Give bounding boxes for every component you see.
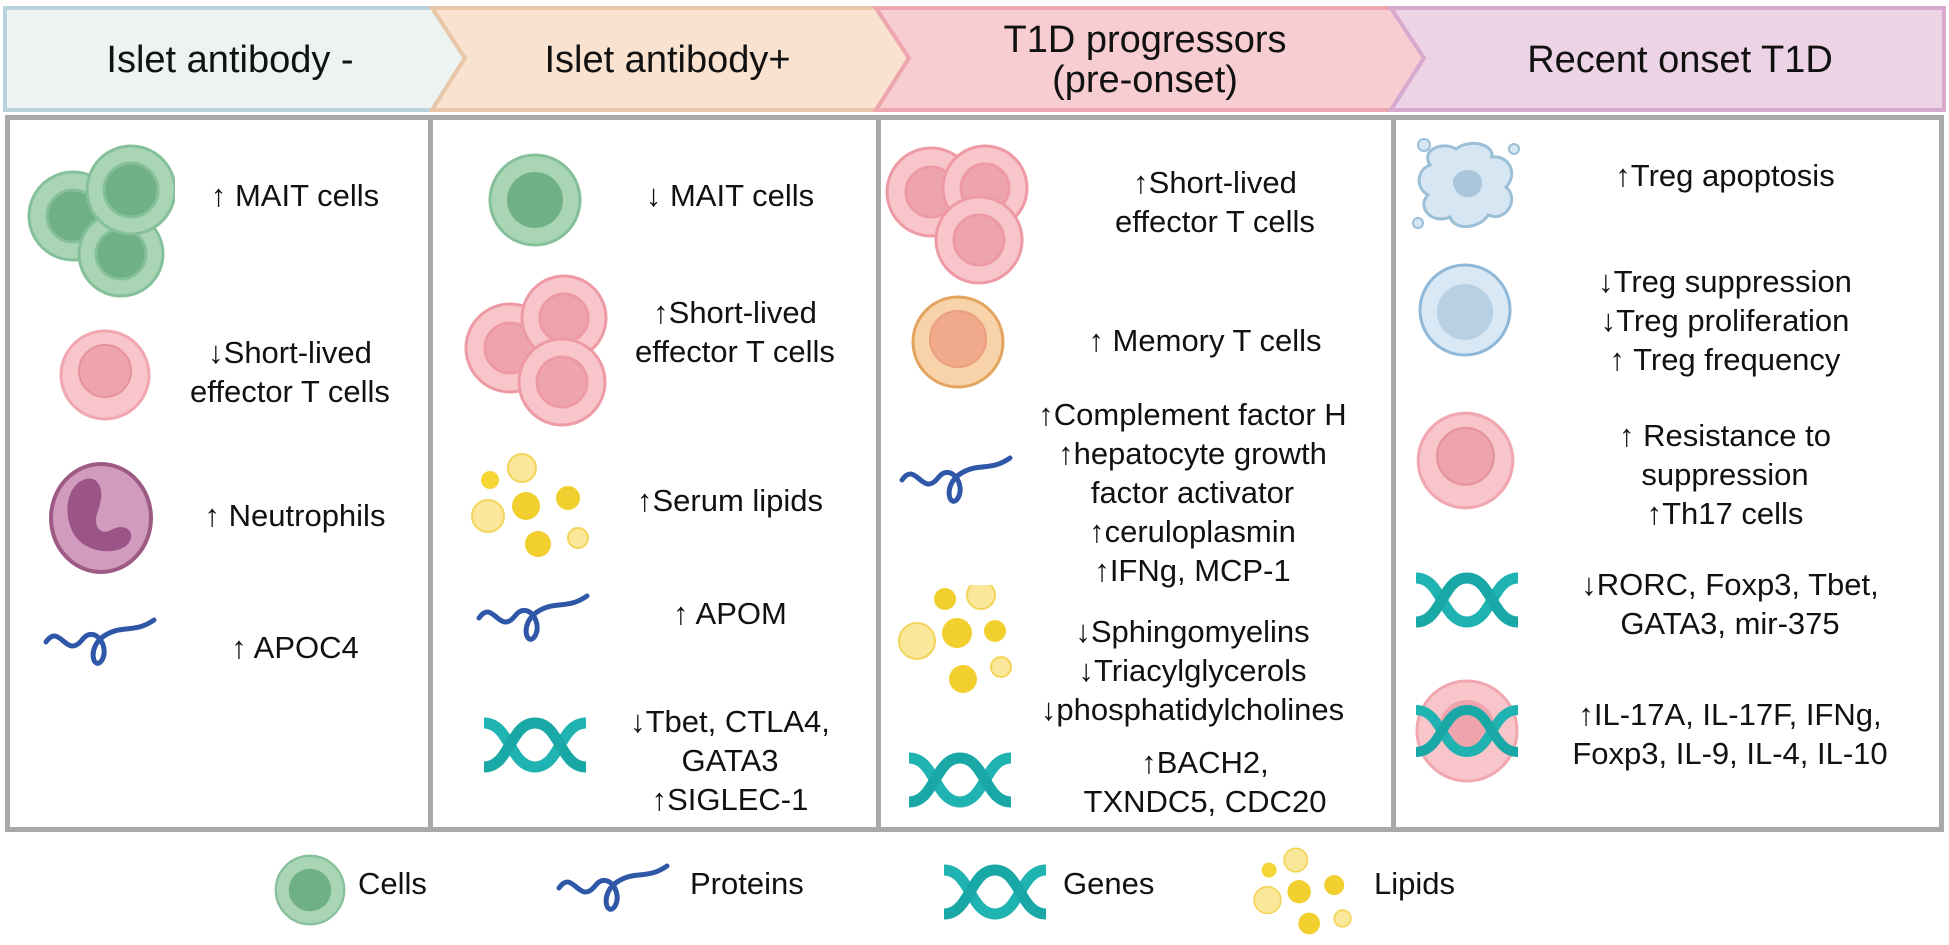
protein-icon (899, 455, 1013, 504)
panel-1-item-1-text: ↑ MAIT cells (210, 177, 380, 213)
stage-1-label: Islet antibody - (106, 39, 354, 81)
legend-proteins-label: Proteins (690, 866, 804, 901)
panel-3-item-4-text: ↓Sphingomyelins ↓Triacylglycerols ↓phosp… (1040, 613, 1345, 727)
legend-genes-label: Genes (1063, 866, 1155, 901)
panel-2-item-2-text: ↑Short-lived effector T cells (635, 295, 835, 369)
green-cell-icon (488, 153, 582, 247)
panel-recent-onset-t1d (1391, 115, 1944, 832)
orange-cell-icon (911, 295, 1005, 389)
panel-2-item-1-text: ↓ MAIT cells (645, 177, 815, 213)
panel-4-item-2-text: ↓Treg suppression ↓Treg proliferation ↑ … (1598, 263, 1852, 377)
gene-icon (483, 717, 587, 773)
lipids-icon (471, 453, 589, 557)
panel-3-item-2-text: ↑ Memory T cells (1088, 322, 1322, 358)
gene-icon (908, 752, 1012, 808)
legend-cells-label: Cells (358, 866, 427, 901)
legend-cells-icon (274, 854, 346, 926)
legend-lipids-icon (1253, 847, 1352, 935)
lipids-icon (898, 585, 1012, 693)
panel-3-item-1-text: ↑Short-lived effector T cells (1115, 165, 1315, 239)
panel-2-item-5-text: ↓Tbet, CTLA4, GATA3 ↑SIGLEC-1 (630, 703, 830, 817)
legend-proteins-icon (556, 863, 670, 912)
stage-header (3, 6, 1946, 112)
blue-cell-icon (1418, 263, 1512, 357)
panel-2-item-3-text: ↑Serum lipids (636, 482, 824, 518)
apoptotic-cell-icon (1412, 138, 1520, 229)
pink-cell-icon (1416, 411, 1515, 510)
panel-4-item-4-text: ↓RORC, Foxp3, Tbet, GATA3, mir-375 (1581, 567, 1879, 641)
pink-cell-cluster-icon (464, 274, 608, 427)
panel-2-item-4-text: ↑ APOM (673, 595, 787, 631)
panel-1-item-4-text: ↑ APOC4 (231, 629, 359, 665)
pink-cell-cluster-icon (885, 144, 1029, 285)
green-cell-cluster-icon (27, 144, 175, 298)
panel-4-item-3-text: ↑ Resistance to suppression ↑Th17 cells (1619, 417, 1831, 531)
legend-lipids-label: Lipids (1374, 866, 1455, 901)
panel-3-item-3-text: ↑Complement factor H ↑hepatocyte growth … (1038, 397, 1347, 588)
cell-with-gene-icon (1415, 679, 1519, 783)
gene-icon (1415, 572, 1519, 628)
protein-icon (476, 593, 590, 642)
legend-genes-icon (943, 864, 1047, 920)
neutrophil-icon (49, 462, 153, 574)
panel-3-item-5-text: ↑BACH2, TXNDC5, CDC20 (1083, 745, 1327, 819)
panel-1-item-2-text: ↓Short-lived effector T cells (190, 335, 390, 409)
panel-4-item-1-text: ↑Treg apoptosis (1615, 157, 1835, 193)
stage-4-chevron (1387, 6, 1946, 112)
stage-4-label: Recent onset T1D (1527, 39, 1833, 81)
stage-3-label: T1D progressors (pre-onset) (1003, 19, 1287, 101)
stage-2-label: Islet antibody+ (544, 39, 791, 81)
protein-icon (43, 617, 157, 666)
panel-1-item-3-text: ↑ Neutrophils (204, 497, 386, 533)
pink-cell-icon (59, 329, 151, 421)
panel-4-item-5-text: ↑IL-17A, IL-17F, IFNg, Foxp3, IL-9, IL-4… (1572, 697, 1888, 771)
